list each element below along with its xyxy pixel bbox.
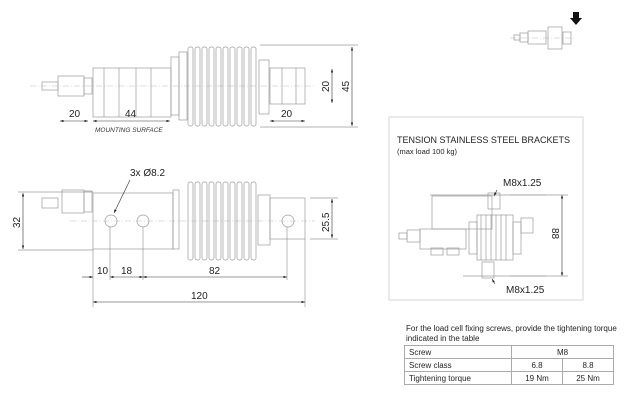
top-view: 20 44 20 20 45 MOUNTING SURFACE bbox=[30, 44, 358, 134]
bracket-title: TENSION STAINLESS STEEL BRACKETS bbox=[397, 135, 570, 145]
dim-top-20-right: 20 bbox=[281, 109, 293, 120]
dim-25-5: 25.5 bbox=[321, 212, 332, 232]
bellows bbox=[187, 46, 257, 127]
bellows-side bbox=[187, 181, 257, 261]
bracket-box: TENSION STAINLESS STEEL BRACKETS (max lo… bbox=[388, 116, 584, 301]
dim-top-44: 44 bbox=[125, 109, 137, 120]
dim-top-20-left: 20 bbox=[69, 109, 81, 120]
torque-table: Screw M8 Screw class 6.8 8.8 Tightening … bbox=[404, 345, 614, 385]
mounting-hole bbox=[281, 214, 295, 228]
dim-10: 10 bbox=[97, 266, 109, 277]
arrow-down-icon bbox=[570, 12, 582, 25]
torque-note: For the load cell fixing screws, provide… bbox=[406, 324, 617, 343]
mounting-hole bbox=[104, 214, 118, 228]
dim-18: 18 bbox=[121, 266, 133, 277]
thread-top-label: M8x1.25 bbox=[503, 178, 542, 189]
dim-top-45: 45 bbox=[341, 80, 352, 92]
table-row: Screw class 6.8 8.8 bbox=[404, 358, 614, 372]
dim-top-20-height: 20 bbox=[321, 80, 332, 92]
dim-88: 88 bbox=[549, 228, 560, 240]
mounting-surface-label: MOUNTING SURFACE bbox=[95, 127, 163, 134]
table-row: Tightening torque 19 Nm 25 Nm bbox=[404, 371, 614, 385]
dim-32: 32 bbox=[12, 216, 23, 228]
table-row: Screw M8 bbox=[404, 345, 614, 359]
thread-bottom-label: M8x1.25 bbox=[506, 285, 545, 296]
load-direction-thumbnail bbox=[510, 12, 582, 50]
hole-callout: 3x Ø8.2 bbox=[130, 168, 165, 179]
bracket-subtitle: (max load 100 kg) bbox=[397, 147, 458, 156]
dim-120: 120 bbox=[191, 291, 208, 302]
dim-82: 82 bbox=[209, 266, 221, 277]
side-view: 3x Ø8.2 32 25.5 10 18 82 120 bbox=[12, 168, 338, 307]
